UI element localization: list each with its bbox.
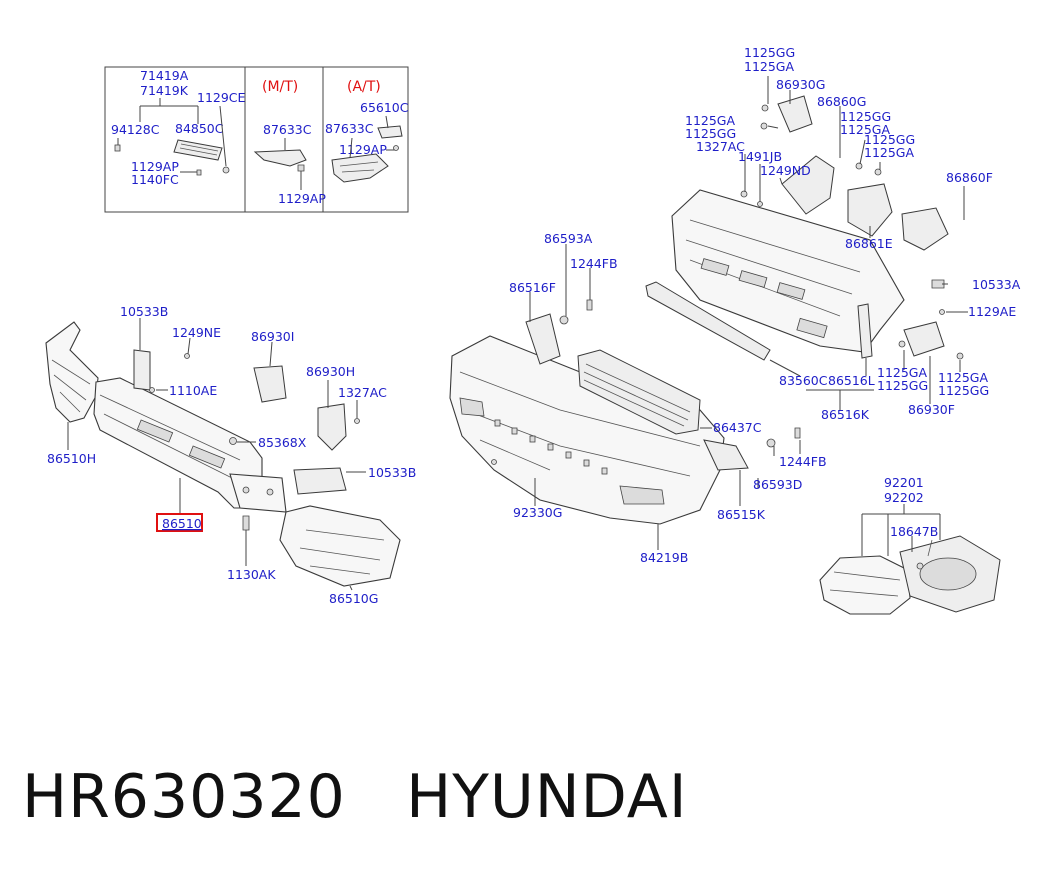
label-71419a: 71419A (140, 68, 189, 83)
label-84219b: 84219B (640, 550, 688, 565)
label-92202: 92202 (884, 490, 924, 505)
label-10533a: 10533A (972, 277, 1021, 292)
label-1125ga-low-right: 1125GA (938, 370, 988, 385)
label-1491jb: 1491JB (738, 149, 782, 164)
highlight-box-86510 (156, 513, 203, 532)
label-1125ga-right: 1125GA (864, 145, 914, 160)
label-87633c-mt: 87633C (263, 122, 312, 137)
label-83560c: 83560C (779, 373, 828, 388)
label-86860g: 86860G (817, 94, 866, 109)
label-10533b-lower: 10533B (368, 465, 416, 480)
fog-lamp-assembly: 92201 92202 18647B (819, 475, 1001, 615)
label-94128c: 94128C (111, 122, 160, 137)
label-86860f: 86860F (946, 170, 993, 185)
label-1125ga-top: 1125GA (744, 59, 794, 74)
label-1110ae: 1110AE (169, 383, 217, 398)
label-1125ga-left: 1125GA (685, 113, 735, 128)
label-1125ga-low-left: 1125GA (877, 365, 927, 380)
label-10533b-upper: 10533B (120, 304, 168, 319)
label-86515k: 86515K (717, 507, 766, 522)
label-86930f: 86930F (908, 402, 955, 417)
label-1129ap-mt: 1129AP (278, 191, 326, 206)
label-85368x: 85368X (258, 435, 307, 450)
label-1327ac-left: 1327AC (338, 385, 387, 400)
brand-name: HYUNDAI (406, 762, 688, 832)
label-86516f: 86516F (509, 280, 556, 295)
label-1129ap: 1129AP (131, 159, 179, 174)
upper-right-assembly: 1125GG 1125GA 86930G 86860G 1125GA 1125G… (645, 45, 1021, 422)
label-1249nd: 1249ND (760, 163, 811, 178)
label-1129ce: 1129CE (197, 90, 246, 105)
label-71419k: 71419K (140, 83, 189, 98)
middle-assembly: 86593A 1244FB 86516F 86437C 1244FB 86593… (449, 231, 827, 565)
footer-title: HR630320 HYUNDAI (22, 762, 688, 832)
label-1140fc: 1140FC (131, 172, 179, 187)
inset-box: (M/T) (A/T) 71419A 71419K 1129CE 94128C … (104, 66, 409, 213)
label-1125gg-low-right: 1125GG (938, 383, 989, 398)
label-1249ne: 1249NE (172, 325, 221, 340)
label-18647b: 18647B (890, 524, 938, 539)
label-1130ak: 1130AK (227, 567, 276, 582)
left-assembly: 10533B 1249NE 86930I 1110AE 86930H 1327A… (45, 304, 416, 606)
heading-automatic-transmission: (A/T) (347, 79, 381, 95)
label-84850c: 84850C (175, 121, 224, 136)
label-92201: 92201 (884, 475, 924, 490)
label-1327ac-right: 1327AC (696, 139, 745, 154)
label-86516k: 86516K (821, 407, 870, 422)
label-86437c: 86437C (713, 420, 762, 435)
label-86593a: 86593A (544, 231, 593, 246)
label-1244fb-lower: 1244FB (779, 454, 827, 469)
label-86510h: 86510H (47, 451, 96, 466)
label-1125gg-low-left: 1125GG (877, 378, 928, 393)
label-86510g: 86510G (329, 591, 378, 606)
label-86861e: 86861E (845, 236, 893, 251)
label-1125gg-top: 1125GG (744, 45, 795, 60)
label-86593d: 86593D (753, 477, 802, 492)
label-86930h: 86930H (306, 364, 355, 379)
label-1125gg-left: 1125GG (685, 126, 736, 141)
part-code: HR630320 (22, 762, 346, 832)
heading-manual-transmission: (M/T) (262, 79, 298, 95)
label-1129ae: 1129AE (968, 304, 1016, 319)
label-1125ga-mid: 1125GA (840, 122, 890, 137)
label-86516l: 86516L (828, 373, 875, 388)
label-65610c: 65610C (360, 100, 409, 115)
label-1129ap-at: 1129AP (339, 142, 387, 157)
label-1125gg-right: 1125GG (864, 132, 915, 147)
label-92330g: 92330G (513, 505, 562, 520)
label-86510-highlighted[interactable]: 86510 (162, 516, 202, 531)
label-87633c-at: 87633C (325, 121, 374, 136)
label-1125gg-mid: 1125GG (840, 109, 891, 124)
label-86930i: 86930I (251, 329, 294, 344)
label-86930g: 86930G (776, 77, 825, 92)
label-1244fb-upper: 1244FB (570, 256, 618, 271)
